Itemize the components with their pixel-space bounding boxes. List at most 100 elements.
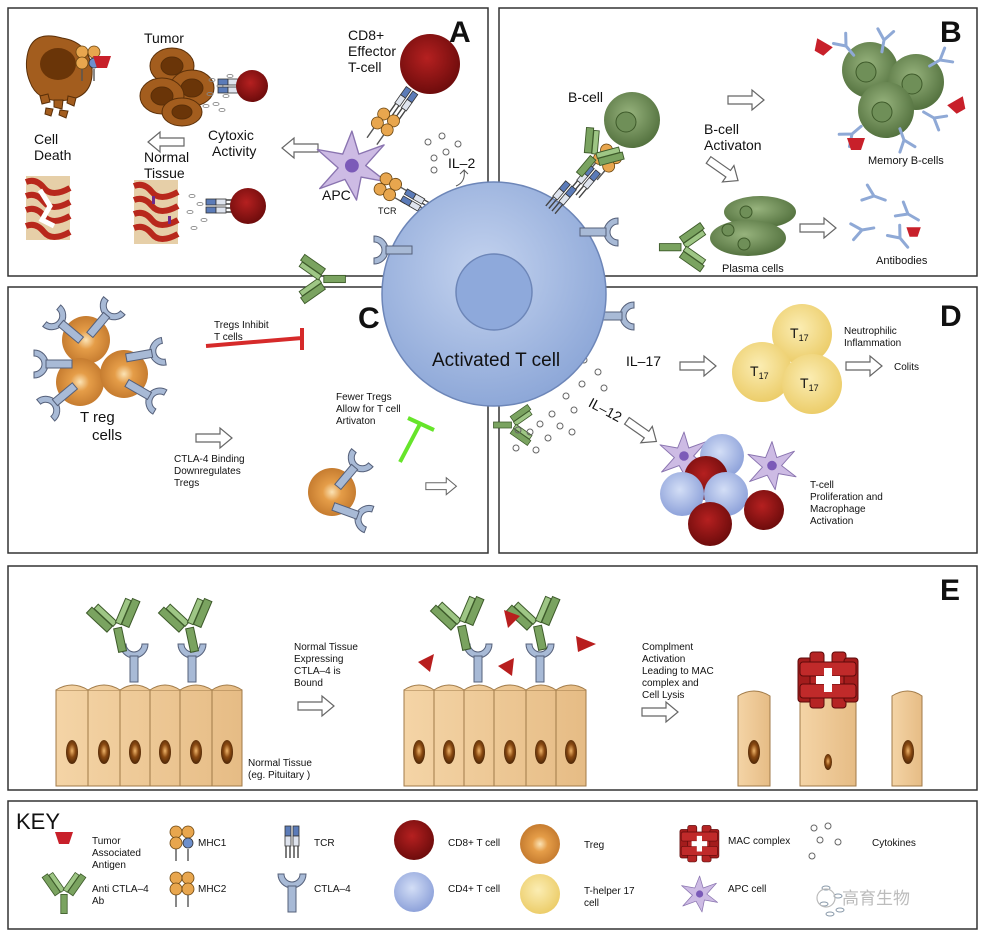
bcell-label: B-cell (568, 89, 603, 105)
cytoxic-label-1: Cytoxic (208, 127, 254, 143)
key-mac: MAC complex (728, 836, 790, 847)
bound-label-1: Normal Tissue (294, 642, 358, 653)
key-title: KEY (16, 809, 60, 834)
normal-tissue-label-2: Tissue (144, 165, 185, 181)
panel-b: B B-cell B-cell Activaton Memory B-cells (568, 16, 969, 275)
panel-b-frame (498, 7, 978, 277)
key-treg-icon (520, 824, 560, 864)
cell-death-label-2: Death (34, 147, 71, 163)
th17-label-b: T17 (750, 363, 769, 381)
prolif-label-4: Activation (810, 516, 853, 527)
key-tumor-2: Associated (92, 848, 141, 859)
cd8-label-2: Effector (348, 43, 396, 59)
tissue2-ctla4-a (463, 643, 493, 683)
panel-e: E Normal Tissue (eg. Pituitary ) Normal … (55, 574, 960, 787)
key-ab-1: Anti CTLA–4 (92, 884, 149, 895)
key-tumor-3: Antigen (92, 860, 126, 871)
key-tcr-icon (284, 825, 300, 859)
watermark-logo (816, 888, 836, 908)
activation-label-2: Activaton (704, 137, 762, 153)
damaged-tissue (24, 176, 72, 240)
ctla-binding-label-3: Tregs (174, 478, 199, 489)
neutro-label-2: Inflammation (844, 338, 901, 349)
arrow-e-1 (297, 695, 335, 717)
watermark-text: 高育生物 (842, 889, 910, 908)
proliferation-cluster (659, 431, 797, 546)
th17-cluster (732, 304, 842, 414)
antibodies-label: Antibodies (876, 255, 928, 267)
complement-label-1: Complment (642, 642, 693, 653)
th17-label-c: T17 (800, 375, 819, 393)
key-legend: KEY Tumor Associated Antigen Anti CTLA–4… (16, 809, 916, 917)
inhibit-bar (205, 328, 304, 350)
key-mhc1-icon (169, 825, 195, 862)
key-cd8: CD8+ T cell (448, 838, 500, 849)
b-cell-nucleus (615, 111, 637, 133)
dying-tumor-nucleus (40, 48, 76, 80)
cd8-effector-cell (400, 34, 460, 94)
complement-label-4: complex and (642, 678, 699, 689)
key-cd8-icon (394, 820, 434, 860)
cd8-attacking-tissue (230, 188, 266, 224)
bound-label-3: CTLA–4 is (294, 666, 341, 677)
panel-d-letter: D (940, 300, 962, 333)
arrow-to-th17 (679, 355, 717, 377)
arrow-to-plasma (702, 151, 745, 190)
tcr-label: TCR (378, 206, 397, 216)
arrow-e-2 (641, 701, 679, 723)
key-th17-icon (520, 874, 560, 914)
key-cytokines: Cytokines (872, 838, 916, 849)
ctla-binding-arrow (195, 427, 233, 449)
normal-label-1: Normal Tissue (248, 758, 312, 769)
panel-d: D IL–17 IL–12 T17 T17 T17 Neutrophilic I… (512, 222, 962, 546)
normal-tissue-muscle (132, 180, 180, 244)
key-th17-2: cell (584, 898, 599, 909)
ctla-binding-label-1: CTLA-4 Binding (174, 454, 245, 465)
activation-label-1: B-cell (704, 121, 739, 137)
memory-b-cells (811, 27, 969, 154)
tissue1-ab-b (156, 595, 222, 658)
panel-a: A Tumor (24, 16, 475, 244)
bound-label-4: Bound (294, 678, 323, 689)
panel-b-letter: B (940, 16, 962, 49)
memory-label: Memory B-cells (868, 155, 944, 167)
key-th17-1: T-helper 17 (584, 886, 635, 897)
colits-label: Colits (894, 362, 919, 373)
panel-a-frame (7, 7, 489, 277)
tissue-block-2 (403, 593, 596, 787)
key-ctla4: CTLA–4 (314, 884, 351, 895)
activated-t-cell-label: Activated T cell (432, 350, 560, 371)
arrow-to-colits (845, 355, 883, 377)
normal-tissue-label-1: Normal (144, 149, 189, 165)
tumor-cluster (139, 47, 215, 127)
plasma-cells (710, 196, 796, 256)
il2-return-arrow (455, 168, 469, 187)
key-cd4: CD4+ T cell (448, 884, 500, 895)
panel-e-frame (7, 565, 978, 791)
tissue-block-1 (55, 595, 243, 787)
neutro-label-1: Neutrophilic (844, 326, 897, 337)
key-tumor-antigen-icon (55, 832, 73, 844)
fewer-label-1: Fewer Tregs (336, 392, 392, 403)
panel-c-letter: C (358, 302, 380, 335)
arrow-to-cytoxic (281, 137, 319, 159)
key-mac-icon (679, 825, 720, 863)
tumor-label: Tumor (144, 30, 184, 46)
il2-cytokines (424, 132, 462, 174)
treg-cluster (33, 296, 168, 422)
complement-label-3: Leading to MAC (642, 666, 714, 677)
activation-bar (398, 416, 435, 463)
panel-e-letter: E (940, 574, 960, 607)
treg-label-1: T reg (80, 409, 115, 426)
prolif-label-3: Macrophage (810, 504, 866, 515)
fewer-label-2: Allow for T cell (336, 404, 401, 415)
arrow-to-memory (727, 89, 765, 111)
cytoxic-label-2: Activity (212, 143, 256, 159)
key-cytokine-icon (808, 822, 842, 860)
key-mhc2-icon (169, 871, 195, 908)
il17-label: IL–17 (626, 353, 661, 369)
cell-death-label-1: Cell (34, 131, 58, 147)
lysed-tissue (737, 651, 923, 787)
il2-label: IL–2 (448, 155, 475, 171)
